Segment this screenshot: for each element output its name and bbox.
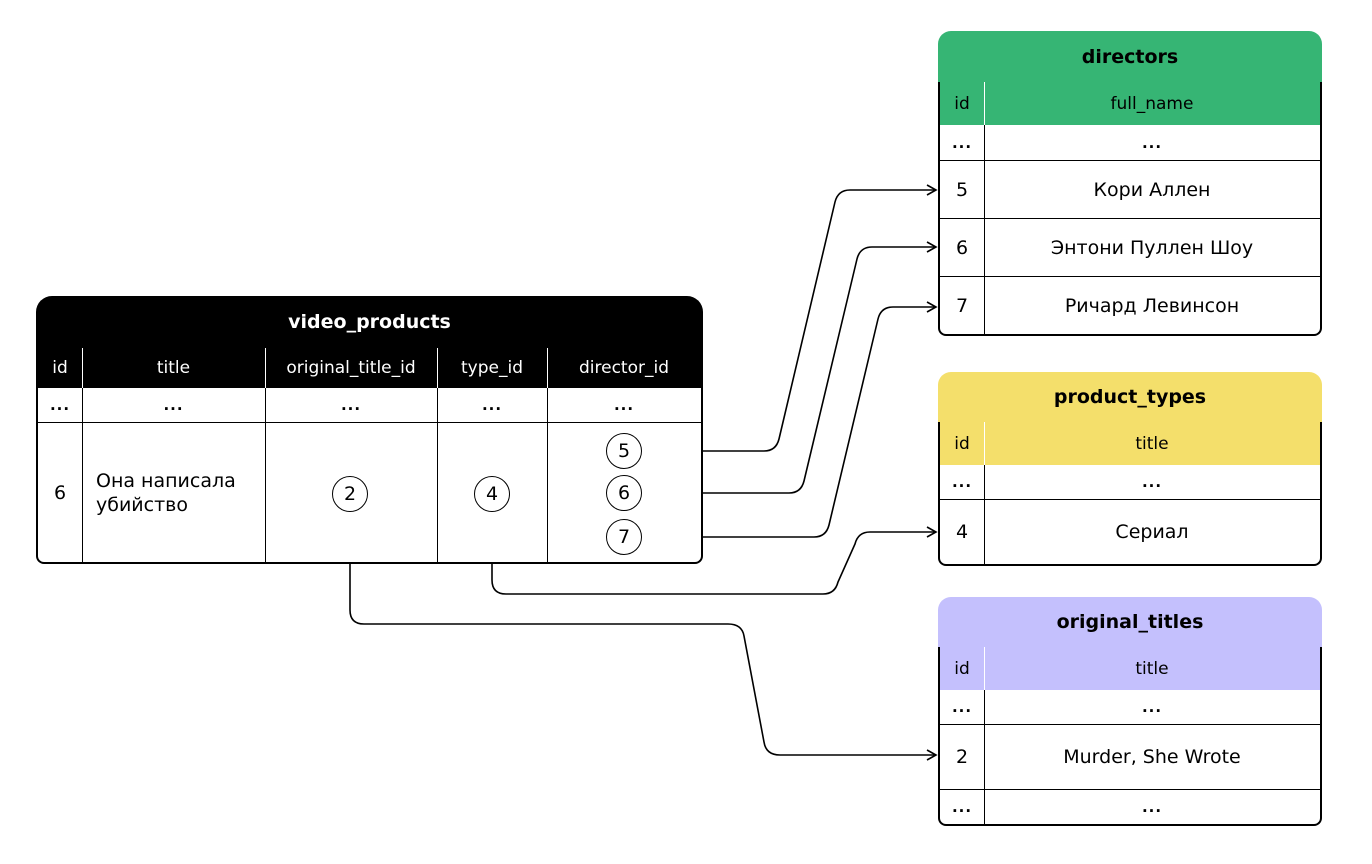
table-body: id title ... ... 2 Murder, She Wrote ...… [938, 647, 1322, 826]
header-type-id: type_id [437, 348, 547, 388]
row-id: 7 [955, 294, 969, 317]
table-title: video_products [36, 296, 703, 348]
table-title: original_titles [938, 597, 1322, 647]
ellipsis-cell: ... [481, 396, 503, 414]
row-id: ... [951, 798, 973, 816]
row-id: 4 [955, 521, 969, 543]
row-value: Сериал [1115, 521, 1189, 543]
row-value: ... [1141, 473, 1163, 491]
table-title: directors [938, 31, 1322, 82]
row-title: Она написала убийство [96, 469, 236, 516]
row-value: ... [1141, 798, 1163, 816]
row-value: ... [1141, 698, 1163, 716]
row-value: Ричард Левинсон [1064, 294, 1240, 317]
table-title: product_types [938, 372, 1322, 422]
row-value: Murder, She Wrote [1063, 746, 1241, 768]
ellipsis-cell: ... [613, 396, 635, 414]
header-original-title-id: original_title_id [265, 348, 437, 388]
header-id: id [38, 348, 82, 388]
row-id: 6 [955, 236, 969, 259]
row-id: 5 [955, 178, 969, 201]
table-original-titles: original_titles id title ... ... 2 Murde… [938, 597, 1322, 826]
row-value: Энтони Пуллен Шоу [1050, 236, 1254, 259]
table-body: id title ... ... 4 Сериал [938, 422, 1322, 566]
header-title: title [82, 348, 265, 388]
header-title: title [984, 647, 1320, 690]
header-title: title [984, 422, 1320, 465]
type-id-value: 4 [474, 476, 510, 512]
table-body: id title original_title_id type_id direc… [36, 348, 703, 564]
arrow-director-7 [642, 301, 938, 538]
row-id: 6 [53, 481, 67, 504]
header-id: id [940, 82, 984, 125]
header-id: id [940, 647, 984, 690]
row-id: ... [951, 133, 973, 152]
arrow-director-6 [642, 241, 938, 494]
header-director-id: director_id [547, 348, 701, 388]
table-video-products: video_products id title original_title_i… [36, 296, 703, 564]
director-id-value: 6 [606, 475, 642, 511]
row-id: 2 [955, 746, 969, 768]
original-title-id-value: 2 [332, 476, 368, 512]
arrow-original-title-2 [349, 512, 938, 761]
table-body: id full_name ... ... 5 Кори Аллен 6 Энто… [938, 82, 1322, 336]
director-id-value: 7 [606, 519, 642, 555]
table-directors: directors id full_name ... ... 5 Кори Ал… [938, 31, 1322, 336]
director-id-value: 5 [606, 433, 642, 469]
header-full-name: full_name [984, 82, 1320, 125]
header-id: id [940, 422, 984, 465]
ellipsis-cell: ... [49, 396, 71, 414]
row-value: Кори Аллен [1093, 178, 1211, 201]
ellipsis-cell: ... [340, 396, 362, 414]
row-id: ... [951, 698, 973, 716]
table-product-types: product_types id title ... ... 4 Сериал [938, 372, 1322, 566]
ellipsis-cell: ... [163, 396, 184, 414]
arrow-director-5 [642, 184, 938, 452]
row-value: ... [1141, 133, 1163, 152]
row-id: ... [951, 473, 973, 491]
arrow-product-type-4 [491, 512, 938, 595]
